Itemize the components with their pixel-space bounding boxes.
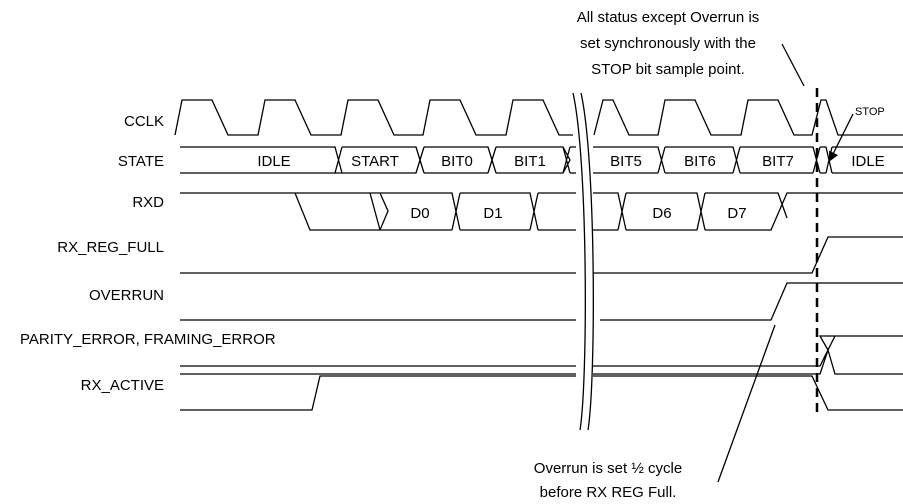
top-annotation: All status except Overrun is set synchro… <box>577 9 760 78</box>
top-note-line-3: STOP bit sample point. <box>591 61 745 78</box>
cclk-waveform-left <box>174 99 573 136</box>
bottom-annotation: Overrun is set ½ cycle before RX REG Ful… <box>534 460 682 501</box>
state-value-bit1: BIT1 <box>514 153 546 170</box>
state-value-bit0: BIT0 <box>441 153 473 170</box>
signal-label-cclk: CCLK <box>124 113 164 130</box>
state-bus <box>180 146 903 174</box>
rxd-value-d7: D7 <box>727 205 746 222</box>
rxd-value-d6: D6 <box>652 205 671 222</box>
signal-label-state: STATE <box>118 153 164 170</box>
bottom-note-pointer <box>717 324 776 483</box>
signal-label-rx-active: RX_ACTIVE <box>81 377 164 394</box>
rx-active-waveform <box>180 375 903 411</box>
state-value-idle: IDLE <box>257 153 290 170</box>
top-note-pointer <box>781 43 805 87</box>
rx-reg-full-waveform <box>180 236 903 274</box>
stop-arrow <box>829 113 854 162</box>
top-note-line-2: set synchronously with the <box>580 35 756 52</box>
state-value-idle-end: IDLE <box>851 153 884 170</box>
signal-label-overrun: OVERRUN <box>89 287 164 304</box>
bottom-note-line-1: Overrun is set ½ cycle <box>534 460 682 477</box>
stop-marker-label: STOP <box>855 106 885 118</box>
top-note-line-1: All status except Overrun is <box>577 9 760 26</box>
signal-label-rx-reg-full: RX_REG_FULL <box>57 239 164 256</box>
state-value-bit5: BIT5 <box>610 153 642 170</box>
cclk-waveform-right <box>593 99 903 136</box>
overrun-waveform <box>180 282 903 321</box>
state-value-bit7: BIT7 <box>762 153 794 170</box>
state-value-start: START <box>351 153 399 170</box>
time-break-mark <box>572 92 594 431</box>
rxd-value-d0: D0 <box>410 205 429 222</box>
parity-framing-waveform <box>180 335 903 375</box>
bottom-note-line-2: before RX REG Full. <box>540 484 677 501</box>
rxd-value-d1: D1 <box>483 205 502 222</box>
rxd-bus <box>180 192 903 231</box>
signal-label-parity-framing: PARITY_ERROR, FRAMING_ERROR <box>20 331 276 348</box>
state-value-bit6: BIT6 <box>684 153 716 170</box>
signal-label-rxd: RXD <box>132 194 164 211</box>
